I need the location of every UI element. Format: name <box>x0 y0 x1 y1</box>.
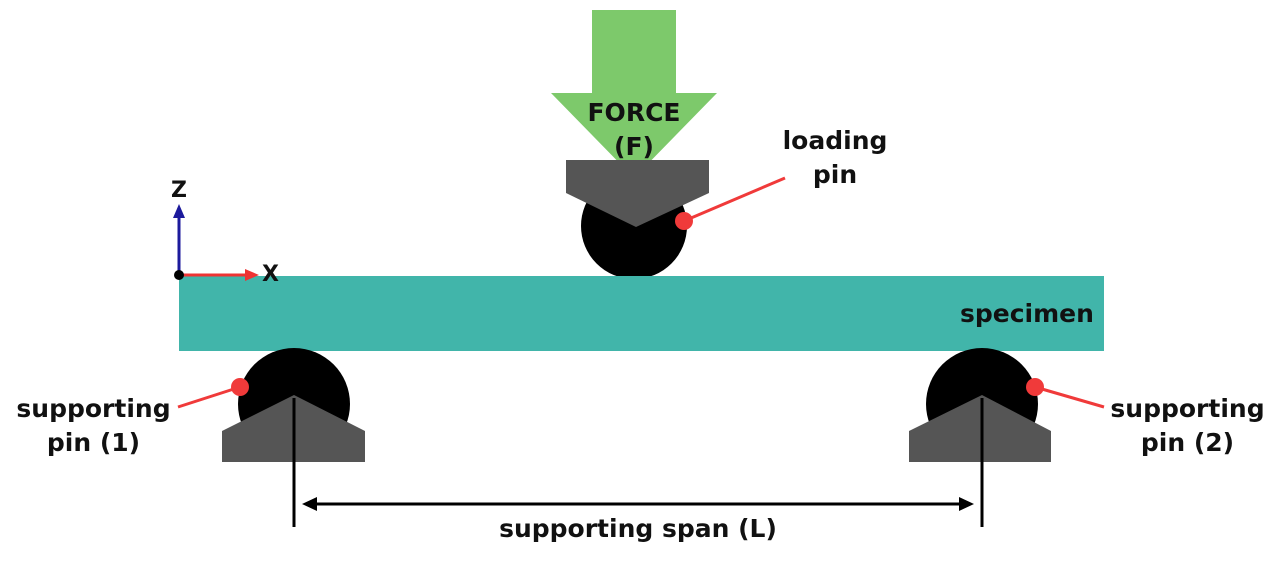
x-axis-label: X <box>262 262 279 287</box>
supporting-pin-2-pointer-dot <box>1026 378 1044 396</box>
force-label-line2: (F) <box>614 132 654 161</box>
supporting-pin-2-pointer <box>1034 385 1105 409</box>
force-label: FORCE (F) <box>574 96 694 164</box>
z-axis-label: Z <box>171 178 187 203</box>
loading-pin-pointer <box>683 176 786 223</box>
loading-pin-label-line2: pin <box>812 160 858 189</box>
supporting-pin-1-label-line2: pin (1) <box>46 428 141 457</box>
force-label-line1: FORCE <box>587 98 681 127</box>
z-axis-arrowhead <box>173 204 185 218</box>
x-axis-arrowhead <box>245 269 259 281</box>
specimen-label: specimen <box>960 299 1094 328</box>
supporting-pin-1-label-line1: supporting <box>16 394 171 423</box>
supporting-span-label: supporting span (L) <box>499 514 777 543</box>
supporting-pin-2-anvil <box>909 395 1051 462</box>
loading-pin-anvil <box>566 160 709 227</box>
loading-pin-label-line1: loading <box>782 126 888 155</box>
supporting-pin-2-label-line2: pin (2) <box>1140 428 1235 457</box>
supporting-pin-1-label: supporting pin (1) <box>6 392 181 460</box>
supporting-pin-2-label-line1: supporting <box>1110 394 1265 423</box>
axis-origin <box>174 270 184 280</box>
supporting-pin-1-pointer-dot <box>231 378 249 396</box>
supporting-pin-1-pointer <box>177 385 241 409</box>
loading-pin-pointer-dot <box>675 212 693 230</box>
force-arrow <box>551 10 717 178</box>
specimen-beam <box>179 276 1104 351</box>
supporting-pin-2-label: supporting pin (2) <box>1100 392 1275 460</box>
span-arrowhead-right <box>959 497 974 511</box>
loading-pin-label: loading pin <box>775 124 895 192</box>
span-arrowhead-left <box>302 497 317 511</box>
